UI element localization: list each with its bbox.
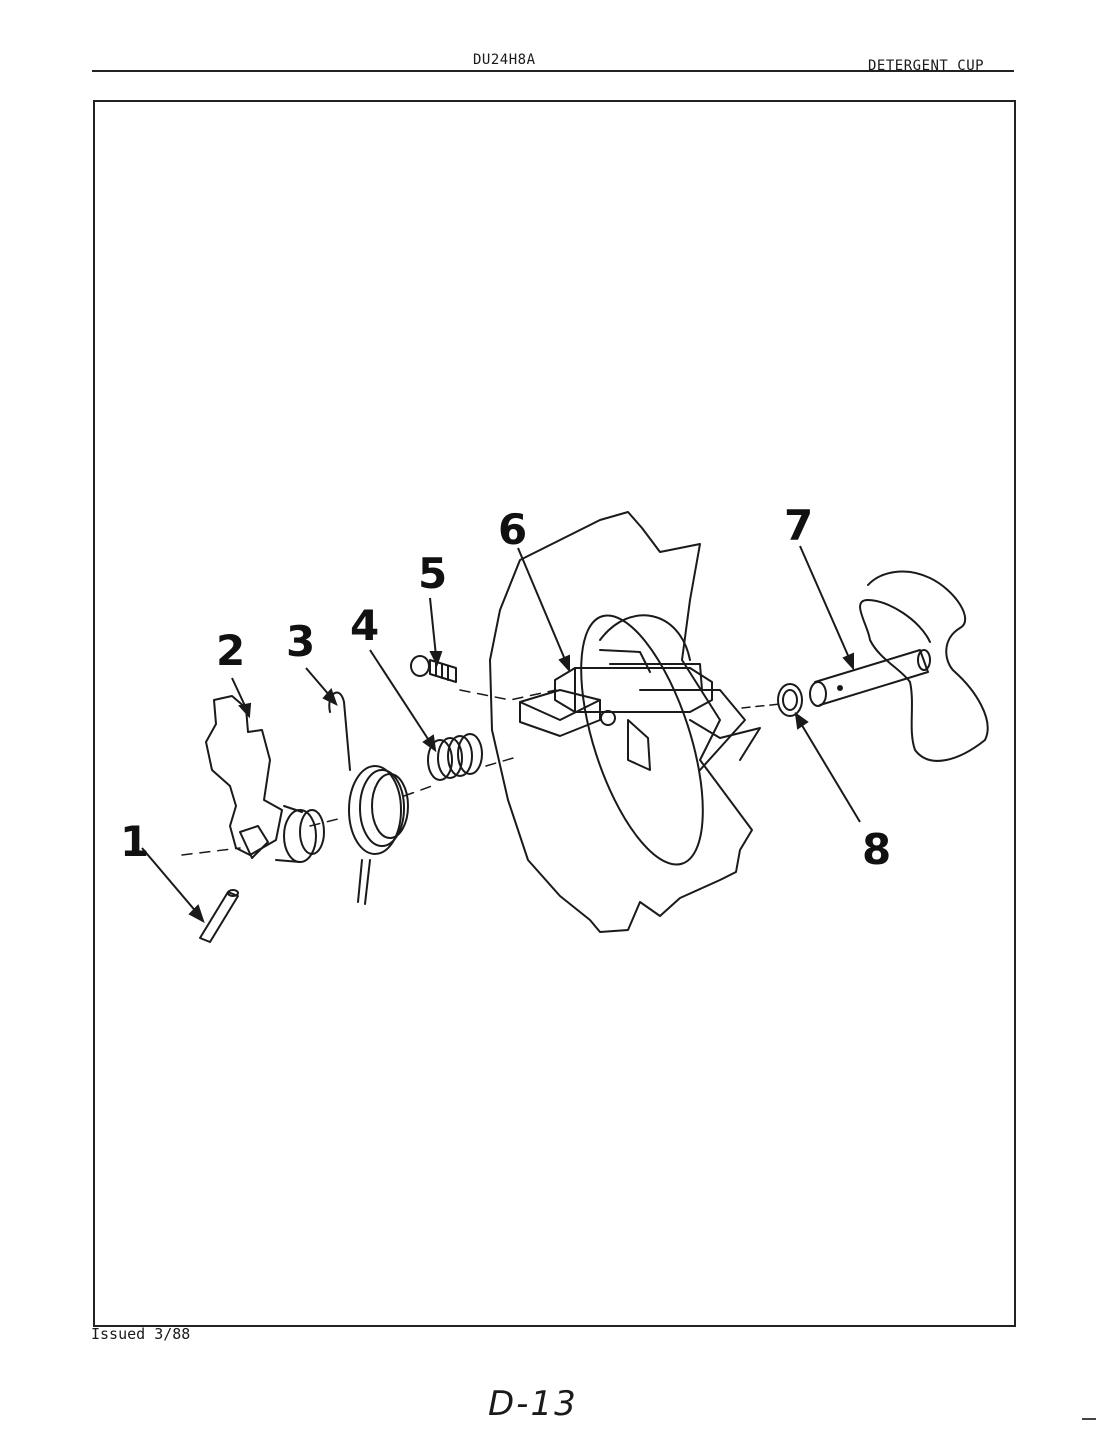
issued-date: Issued 3/88 — [91, 1325, 191, 1343]
compression-spring — [427, 733, 483, 781]
latch-body — [519, 649, 761, 771]
leader-5 — [429, 597, 443, 667]
corner-mark — [1082, 1418, 1096, 1420]
leader-3 — [305, 667, 338, 707]
detergent-cup-door — [489, 511, 753, 933]
torsion-spring — [328, 691, 409, 905]
shaft-centerline — [741, 703, 781, 709]
o-ring — [777, 683, 803, 717]
callout-3: 3 — [286, 617, 315, 666]
roll-pin — [199, 889, 239, 943]
callout-4: 4 — [350, 601, 379, 650]
diagram-frame — [93, 100, 1016, 1327]
callout-2: 2 — [216, 626, 245, 675]
leader-6 — [517, 547, 570, 673]
callout-1: 1 — [120, 817, 149, 866]
screw — [410, 655, 457, 683]
leader-8 — [794, 711, 861, 823]
assembly-centerline — [181, 755, 521, 856]
page-number: D-13 — [488, 1384, 578, 1424]
leader-1 — [141, 847, 205, 924]
callout-8: 8 — [862, 825, 891, 874]
header-rule — [92, 70, 1014, 72]
leader-2 — [231, 677, 252, 719]
callout-6: 6 — [498, 505, 527, 554]
leader-4 — [369, 649, 437, 753]
model-number: DU24H8A — [473, 52, 536, 68]
callout-5: 5 — [418, 549, 447, 598]
shaft-with-knob — [809, 570, 989, 762]
cam-actuator — [205, 695, 325, 863]
screw-centerline — [459, 689, 557, 701]
callout-7: 7 — [784, 501, 813, 550]
leader-7 — [799, 545, 854, 671]
